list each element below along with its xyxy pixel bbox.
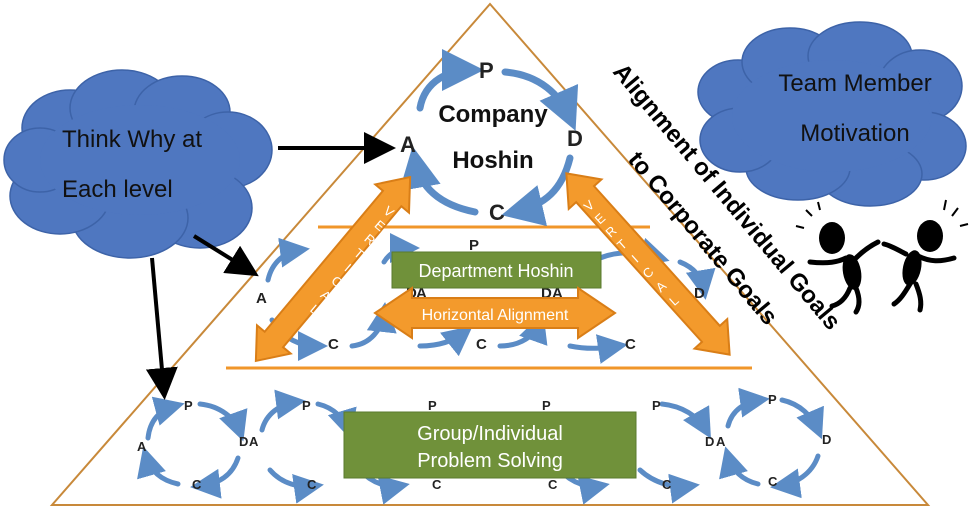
dept-c-right: C xyxy=(625,336,636,353)
department-hoshin-label: Department Hoshin xyxy=(418,261,573,281)
dept-d-right: D xyxy=(694,285,705,302)
group-a-1: A xyxy=(249,434,259,449)
arrow-to-department xyxy=(192,234,259,277)
company-d-label: D xyxy=(567,126,583,151)
group-c-3: C xyxy=(432,477,442,492)
group-a-5: A xyxy=(716,434,726,449)
company-hoshin-line2: Hoshin xyxy=(452,147,533,174)
group-d-6: D xyxy=(822,432,831,447)
dept-d-mid-right: D xyxy=(541,285,552,302)
think-why-line2: Each level xyxy=(62,176,173,203)
celebrating-stick-figures-icon xyxy=(795,199,969,315)
dept-c-mid: C xyxy=(476,336,487,353)
group-p-5: P xyxy=(652,398,661,413)
horizontal-alignment-arrow xyxy=(373,286,617,340)
team-member-line1: Team Member xyxy=(778,70,931,97)
group-c-1: C xyxy=(192,477,202,492)
company-p-label: P xyxy=(479,58,494,83)
arrow-to-group xyxy=(145,257,178,400)
group-p-4: P xyxy=(542,398,551,413)
group-problem-solving-box xyxy=(343,411,637,479)
team-member-line2: Motivation xyxy=(800,120,909,147)
group-c-5: C xyxy=(662,477,672,492)
right-vertical-arrow xyxy=(565,172,731,356)
dept-a-mid-right: A xyxy=(552,285,563,302)
left-vertical-arrow xyxy=(254,175,412,363)
company-pdca-cycle xyxy=(399,49,579,227)
horizontal-alignment-label: Horizontal Alignment xyxy=(422,307,569,324)
company-hoshin-line1: Company xyxy=(438,101,548,128)
group-p-2: P xyxy=(302,398,311,413)
group-p-3: P xyxy=(428,398,437,413)
group-p-6: P xyxy=(768,392,777,407)
group-pdca-cycles xyxy=(137,387,824,505)
think-why-cloud xyxy=(3,69,273,259)
group-c-4: C xyxy=(548,477,558,492)
dept-a-left: A xyxy=(256,290,267,307)
group-label-line2: Problem Solving xyxy=(417,450,563,472)
group-a-0: A xyxy=(137,439,147,454)
group-c-2: C xyxy=(307,477,317,492)
dept-p-mid: P xyxy=(469,237,479,254)
department-hoshin-box xyxy=(391,251,602,289)
group-d-1: D xyxy=(239,434,248,449)
company-c-label: C xyxy=(489,200,505,225)
company-a-label: A xyxy=(400,132,416,157)
group-p-1: P xyxy=(184,398,193,413)
dept-a-mid-left: A xyxy=(416,285,427,302)
group-label-line1: Group/Individual xyxy=(417,423,563,445)
group-d-5: D xyxy=(705,434,714,449)
team-member-cloud xyxy=(697,21,967,207)
think-why-line1: Think Why at xyxy=(62,126,202,153)
group-c-6: C xyxy=(768,474,778,489)
dept-c-left: C xyxy=(328,336,339,353)
